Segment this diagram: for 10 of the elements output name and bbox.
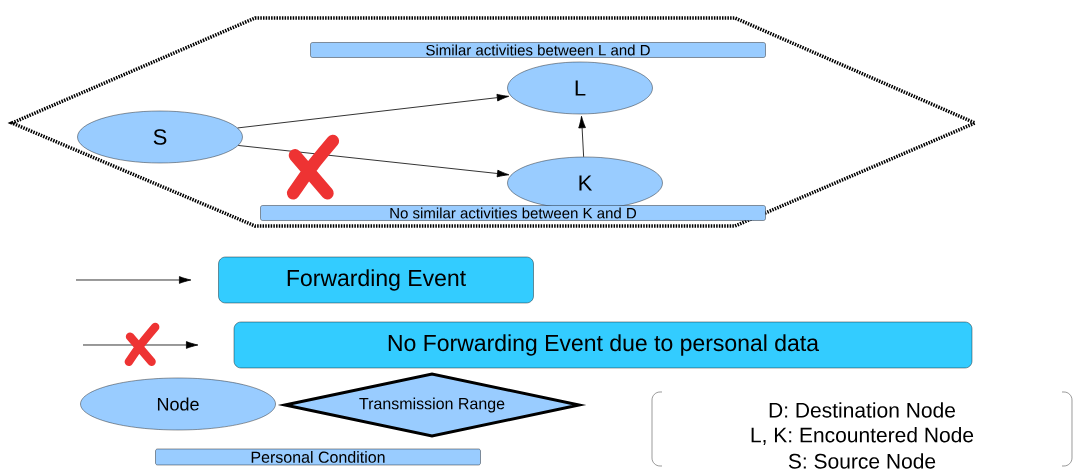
key-text: S: Source Node (788, 453, 936, 469)
legend-box: No Forwarding Event due to personal data (233, 321, 973, 369)
condition-label: No similar activities between K and D (260, 205, 766, 221)
legend-box: Forwarding Event (218, 256, 534, 304)
arrow (578, 115, 586, 158)
key-text: D: Destination Node (769, 402, 955, 418)
condition-label: Similar activities between L and D (310, 42, 766, 58)
key-text: L, K: Encountered Node (751, 427, 974, 445)
condition-label: Personal Condition (155, 448, 481, 466)
arrow (237, 93, 510, 129)
